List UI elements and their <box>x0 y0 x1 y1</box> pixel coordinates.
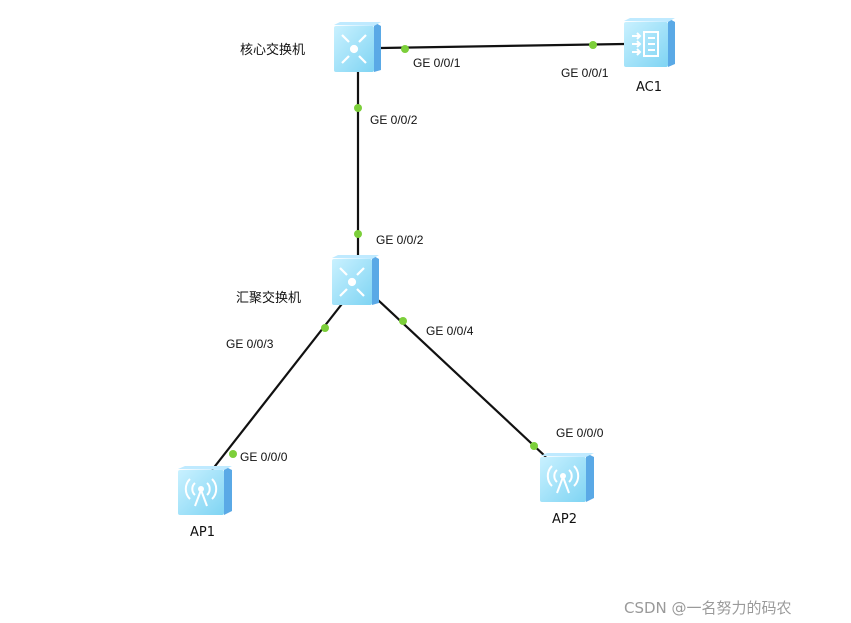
port-label: GE 0/0/2 <box>376 233 424 247</box>
port-dot <box>401 45 409 53</box>
port-dot <box>354 230 362 238</box>
port-label: GE 0/0/1 <box>413 56 461 70</box>
switch-icon <box>341 34 367 64</box>
port-label: GE 0/0/0 <box>556 426 604 440</box>
device-name-ap1: AP1 <box>190 525 215 540</box>
device-name-agg: 汇聚交换机 <box>236 290 301 306</box>
port-label: GE 0/0/0 <box>240 450 288 464</box>
port-dot <box>589 41 597 49</box>
port-dot <box>321 324 329 332</box>
port-label: GE 0/0/4 <box>426 324 474 338</box>
watermark: CSDN @一名努力的码农 <box>624 599 792 617</box>
port-label: GE 0/0/3 <box>226 337 274 351</box>
port-dot <box>530 442 538 450</box>
port-dot <box>354 104 362 112</box>
ac1-device[interactable] <box>624 18 675 67</box>
port-label: GE 0/0/1 <box>561 66 609 80</box>
ap2-device[interactable] <box>540 453 594 502</box>
link-core-ac1[interactable] <box>379 42 625 50</box>
port-dot <box>229 450 237 458</box>
switch-icon <box>339 267 365 297</box>
ap1-device[interactable] <box>178 466 232 515</box>
link-agg-ap2[interactable] <box>377 299 547 458</box>
port-label: GE 0/0/2 <box>370 113 418 127</box>
device-name-ap2: AP2 <box>552 512 577 527</box>
device-name-ac1: AC1 <box>636 80 662 95</box>
access-point-icon <box>184 478 218 507</box>
core-switch[interactable] <box>334 22 381 72</box>
access-point-icon <box>546 465 580 494</box>
port-dot <box>399 317 407 325</box>
access-controller-icon <box>632 31 659 57</box>
aggregation-switch[interactable] <box>332 255 379 305</box>
device-name-core: 核心交换机 <box>240 42 305 58</box>
